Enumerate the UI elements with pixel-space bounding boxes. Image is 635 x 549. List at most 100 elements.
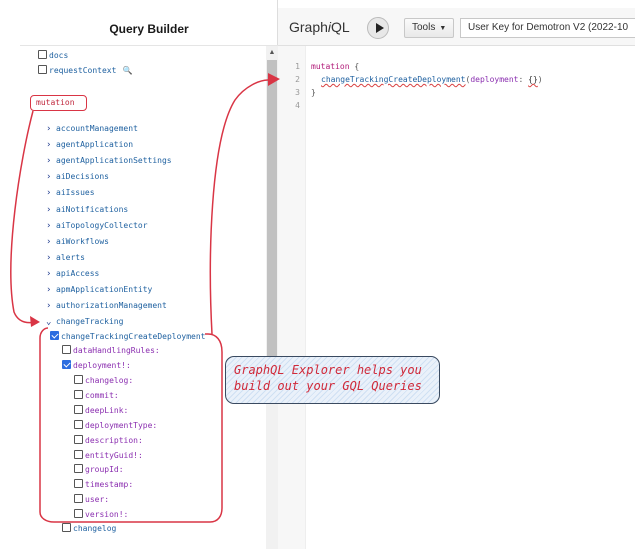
chevron-right-icon[interactable]: ›	[46, 172, 52, 183]
deployment-field[interactable]: user:	[74, 493, 109, 507]
tree-item[interactable]: › aiWorkflows	[46, 235, 109, 249]
tree-item-label: apiAccess	[56, 268, 100, 278]
tree-item[interactable]: › apmApplicationEntity	[46, 283, 152, 297]
tree-item-label: agentApplicationSettings	[56, 156, 172, 166]
search-icon[interactable]: 🔍	[122, 66, 133, 75]
checkbox[interactable]	[74, 479, 83, 489]
checkbox-request-context[interactable]	[38, 65, 47, 74]
query-builder-header: Query Builder	[20, 8, 278, 46]
checkbox-deployment[interactable]	[62, 360, 71, 369]
checkbox[interactable]	[74, 389, 83, 399]
tree-item[interactable]: › agentApplicationSettings	[46, 154, 172, 168]
line-number-gutter: 1 2 3 4	[278, 46, 306, 549]
chevron-right-icon[interactable]: ›	[46, 252, 52, 263]
checkbox[interactable]	[74, 509, 83, 519]
deployment-field[interactable]: entityGuid!:	[74, 449, 143, 463]
graphiql-logo: GraphiQL	[289, 19, 350, 35]
checkbox[interactable]	[74, 419, 83, 429]
tree-item[interactable]: › aiNotifications	[46, 203, 128, 217]
deployment-field[interactable]: timestamp:	[74, 478, 133, 492]
tree-item[interactable]: › apiAccess	[46, 267, 99, 281]
tree-item-label: apmApplicationEntity	[56, 285, 153, 294]
tools-dropdown[interactable]: Tools▼	[404, 18, 454, 38]
deployment-field[interactable]: version!:	[74, 508, 128, 522]
checkbox-data-handling-rules[interactable]	[62, 345, 71, 354]
query-builder-tree: docs requestContext🔍 ›accountManagement›…	[30, 46, 266, 549]
annotation-callout: GraphQL Explorer helps you build out you…	[225, 356, 440, 404]
deployment-field[interactable]: groupId:	[74, 463, 124, 477]
tree-item[interactable]: › aiDecisions	[46, 170, 109, 184]
deployment-field-label: deepLink:	[85, 405, 129, 415]
run-query-button[interactable]	[367, 17, 389, 39]
deployment-field-label: groupId:	[85, 465, 124, 475]
tree-item-label: alerts	[56, 252, 85, 262]
deployment-field[interactable]: deploymentType:	[74, 419, 157, 433]
chevron-right-icon[interactable]: ›	[46, 268, 52, 279]
checkbox-change-tracking-create-deployment[interactable]	[50, 331, 59, 340]
tree-item-label: aiTopologyCollector	[56, 220, 148, 230]
deployment-field[interactable]: commit:	[74, 389, 119, 403]
chevron-right-icon[interactable]: ›	[46, 220, 52, 231]
query-editor[interactable]: 1 2 3 4 mutation { changeTrackingCreateD…	[278, 46, 635, 549]
deployment-field-label: entityGuid!:	[85, 450, 143, 460]
chevron-right-icon[interactable]: ›	[46, 124, 52, 134]
tree-item-label: agentApplication	[56, 140, 134, 150]
tree-item[interactable]: › aiTopologyCollector	[46, 219, 148, 233]
deployment-field-label: description:	[85, 435, 143, 445]
scroll-up-icon[interactable]: ▲	[268, 49, 276, 56]
field-request-context[interactable]: requestContext🔍	[38, 64, 132, 78]
tree-item-label: aiIssues	[56, 188, 95, 198]
chevron-right-icon[interactable]: ›	[46, 204, 52, 215]
tree-item-label: aiNotifications	[56, 204, 129, 214]
caret-down-icon: ▼	[439, 25, 447, 32]
code-line-3: }	[311, 88, 316, 97]
deployment-field-label: commit:	[85, 390, 119, 400]
checkbox[interactable]	[74, 404, 83, 414]
deployment-field[interactable]: deepLink:	[74, 404, 128, 418]
tree-item-label: aiWorkflows	[56, 236, 109, 246]
tree-item-label: authorizationManagement	[56, 301, 167, 311]
checkbox[interactable]	[74, 494, 83, 504]
deployment-field-label: version!:	[85, 510, 129, 520]
chevron-right-icon[interactable]: ›	[46, 301, 52, 312]
chevron-right-icon[interactable]: ›	[46, 140, 52, 151]
arg-deployment[interactable]: deployment!:	[62, 359, 131, 373]
checkbox-changelog[interactable]	[62, 523, 71, 532]
field-docs[interactable]: docs	[38, 49, 68, 63]
checkbox[interactable]	[74, 464, 83, 474]
line-number: 4	[295, 101, 300, 110]
checkbox[interactable]	[74, 449, 83, 459]
tree-item[interactable]: › alerts	[46, 251, 85, 265]
tree-item[interactable]: › accountManagement	[46, 122, 138, 136]
scrollbar-thumb[interactable]	[267, 60, 277, 376]
chevron-down-icon[interactable]: ⌄	[46, 317, 52, 327]
tree-item[interactable]: › agentApplication	[46, 138, 133, 152]
tree-item[interactable]: › aiIssues	[46, 186, 95, 200]
deployment-field[interactable]: description:	[74, 434, 143, 448]
deployment-field-label: deploymentType:	[85, 420, 158, 430]
field-changelog[interactable]: changelog	[62, 522, 116, 536]
chevron-right-icon[interactable]: ›	[46, 285, 52, 295]
checkbox[interactable]	[74, 375, 83, 384]
code-line-2: changeTrackingCreateDeployment(deploymen…	[321, 75, 543, 84]
checkbox[interactable]	[74, 434, 83, 444]
code-line-1: mutation {	[311, 62, 360, 71]
chevron-right-icon[interactable]: ›	[46, 188, 52, 199]
deployment-field-label: user:	[85, 495, 110, 505]
user-key-select[interactable]: User Key for Demotron V2 (2022-10	[460, 18, 635, 38]
field-change-tracking-create-deployment[interactable]: changeTrackingCreateDeployment	[50, 330, 206, 344]
line-number: 2	[295, 75, 300, 84]
tree-item-label: accountManagement	[56, 124, 138, 133]
query-builder-scrollbar[interactable]: ▲	[266, 46, 278, 549]
chevron-right-icon[interactable]: ›	[46, 156, 52, 167]
graphiql-toolbar: GraphiQL Tools▼ User Key for Demotron V2…	[278, 8, 635, 46]
tree-item-label: aiDecisions	[56, 172, 109, 182]
query-builder-panel: Query Builder docs requestContext🔍 › acco…	[0, 0, 278, 549]
deployment-field-label: timestamp:	[85, 480, 134, 490]
deployment-field[interactable]: changelog:	[74, 374, 133, 388]
tree-item-change-tracking[interactable]: ⌄changeTracking	[46, 317, 124, 327]
arg-data-handling-rules[interactable]: dataHandlingRules:	[62, 344, 160, 358]
tree-item[interactable]: › authorizationManagement	[46, 299, 167, 313]
checkbox-docs[interactable]	[38, 50, 47, 59]
chevron-right-icon[interactable]: ›	[46, 236, 52, 247]
